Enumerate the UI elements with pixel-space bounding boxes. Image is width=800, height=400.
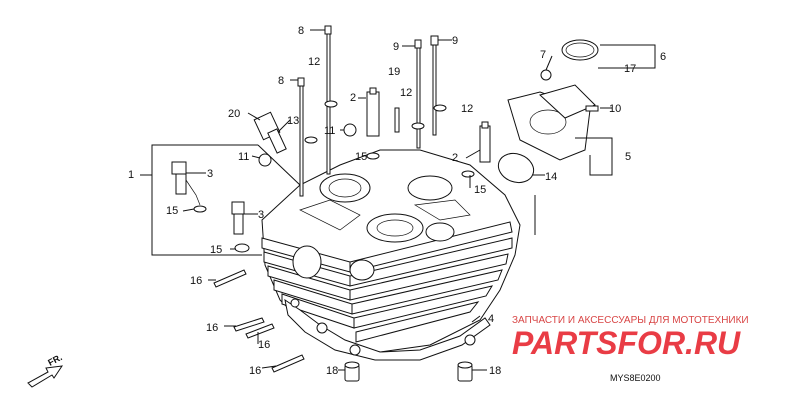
callout-8: 8 [278, 75, 284, 87]
callout-11: 11 [324, 125, 335, 137]
callout-15: 15 [355, 151, 367, 163]
callout-numbers: 1 2 2 3 3 4 5 6 7 8 8 9 9 10 11 11 12 12… [128, 25, 666, 377]
left-fittings [171, 161, 250, 253]
callout-4: 4 [488, 313, 494, 325]
callout-14: 14 [545, 171, 557, 183]
leader-lines [140, 29, 656, 371]
callout-16: 16 [249, 365, 261, 377]
callout-13: 13 [287, 115, 299, 127]
callout-16: 16 [258, 339, 270, 351]
callout-3: 3 [207, 168, 213, 180]
intake-assembly [497, 39, 599, 184]
callout-19: 19 [388, 66, 400, 78]
diagram-code: MYS8E0200 [610, 373, 661, 383]
callout-12: 12 [461, 103, 473, 115]
callout-15: 15 [474, 184, 486, 196]
watermark-tagline: ЗАПЧАСТИ И АКСЕССУАРЫ ДЛЯ МОТОТЕХНИКИ [512, 315, 749, 326]
callout-9: 9 [452, 35, 458, 47]
front-label: FR. [46, 352, 63, 368]
callout-18: 18 [326, 365, 338, 377]
watermark-brand: PARTSFOR.RU [512, 325, 741, 361]
callout-3: 3 [258, 209, 264, 221]
callout-5: 5 [625, 151, 631, 163]
callout-7: 7 [540, 49, 546, 61]
callout-11: 11 [238, 151, 249, 163]
spark-plug [253, 111, 287, 154]
callout-12: 12 [308, 56, 320, 68]
studs [213, 269, 305, 373]
cylinder-head [261, 149, 521, 361]
callout-15: 15 [210, 244, 222, 256]
front-direction-marker: FR. [27, 352, 64, 388]
callout-8: 8 [298, 25, 304, 37]
callout-12: 12 [400, 87, 412, 99]
watermark: ЗАПЧАСТИ И АКСЕССУАРЫ ДЛЯ МОТОТЕХНИКИ PA… [512, 315, 749, 361]
callout-16: 16 [190, 275, 202, 287]
callout-2: 2 [350, 92, 356, 104]
callout-6: 6 [660, 51, 666, 63]
callout-2: 2 [452, 152, 458, 164]
dowels [344, 361, 473, 382]
callout-15: 15 [166, 205, 178, 217]
head-bolts [297, 25, 475, 197]
callout-18: 18 [489, 365, 501, 377]
callout-1: 1 [128, 169, 134, 181]
callout-16: 16 [206, 322, 218, 334]
callout-10: 10 [609, 103, 621, 115]
nut-11-b [343, 123, 357, 137]
callout-9: 9 [393, 41, 399, 53]
callout-17: 17 [624, 63, 636, 75]
nut-11-a [258, 153, 272, 167]
callout-20: 20 [228, 108, 240, 120]
guides [366, 87, 491, 163]
